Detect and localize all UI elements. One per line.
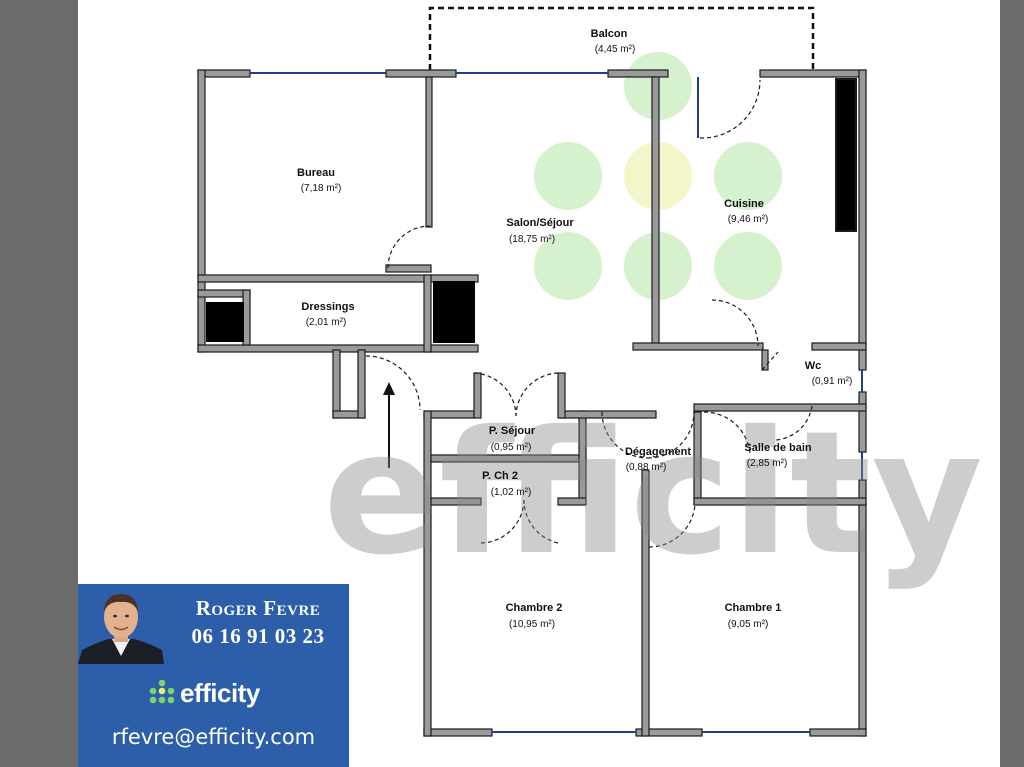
room-label-p-ch2: P. Ch 2	[482, 470, 518, 482]
watermark-text: efficity	[323, 395, 983, 593]
room-area-wc: (0,91 m²)	[812, 376, 853, 387]
storage-blocks	[206, 78, 857, 343]
agent-contact-card: Roger Fevre 06 16 91 03 23 efficity rfev…	[78, 584, 349, 767]
room-area-degagement: (0,88 m²)	[626, 462, 667, 473]
room-label-p-sejour: P. Séjour	[489, 425, 536, 437]
room-label-balcon: Balcon	[591, 28, 628, 40]
floor-plan: efficity Balcon (4,45 m²) Bureau (7,18 m…	[197, 6, 983, 737]
agent-name: Roger Fevre	[195, 596, 321, 620]
room-area-p-sejour: (0,95 m²)	[491, 442, 532, 453]
agent-email[interactable]: rfevre@efficity.com	[111, 725, 316, 749]
door-swings	[365, 79, 813, 548]
entry-arrow	[383, 382, 395, 468]
room-area-bureau: (7,18 m²)	[301, 183, 342, 194]
room-label-salon: Salon/Séjour	[506, 217, 574, 229]
room-area-chambre2: (10,95 m²)	[509, 619, 555, 630]
room-label-chambre2: Chambre 2	[506, 602, 563, 614]
room-label-bureau: Bureau	[297, 167, 335, 179]
brand-name: efficity	[180, 677, 260, 708]
room-label-cuisine: Cuisine	[724, 198, 764, 210]
room-area-salle-de-bain: (2,85 m²)	[747, 458, 788, 469]
room-area-cuisine: (9,46 m²)	[728, 214, 769, 225]
agent-avatar	[78, 584, 164, 664]
agent-phone[interactable]: 06 16 91 03 23	[191, 624, 325, 648]
balcony-outline	[428, 6, 815, 70]
floor-plan-canvas: efficity Balcon (4,45 m²) Bureau (7,18 m…	[78, 0, 1000, 767]
room-area-dressings: (2,01 m²)	[306, 317, 347, 328]
windows	[250, 72, 863, 733]
room-area-balcon: (4,45 m²)	[595, 44, 636, 55]
room-area-p-ch2: (1,02 m²)	[491, 487, 532, 498]
agent-portrait-icon	[78, 594, 164, 664]
room-area-chambre1: (9,05 m²)	[728, 619, 769, 630]
brand-logo: efficity	[148, 676, 260, 710]
room-label-salle-de-bain: Salle de bain	[744, 442, 812, 454]
room-label-dressings: Dressings	[301, 301, 354, 313]
room-label-chambre1: Chambre 1	[725, 602, 782, 614]
efficity-dots-icon	[149, 679, 175, 704]
room-label-degagement: Dégagement	[625, 446, 691, 458]
walls	[197, 69, 867, 737]
room-area-salon: (18,75 m²)	[509, 234, 555, 245]
room-label-wc: Wc	[805, 360, 822, 372]
